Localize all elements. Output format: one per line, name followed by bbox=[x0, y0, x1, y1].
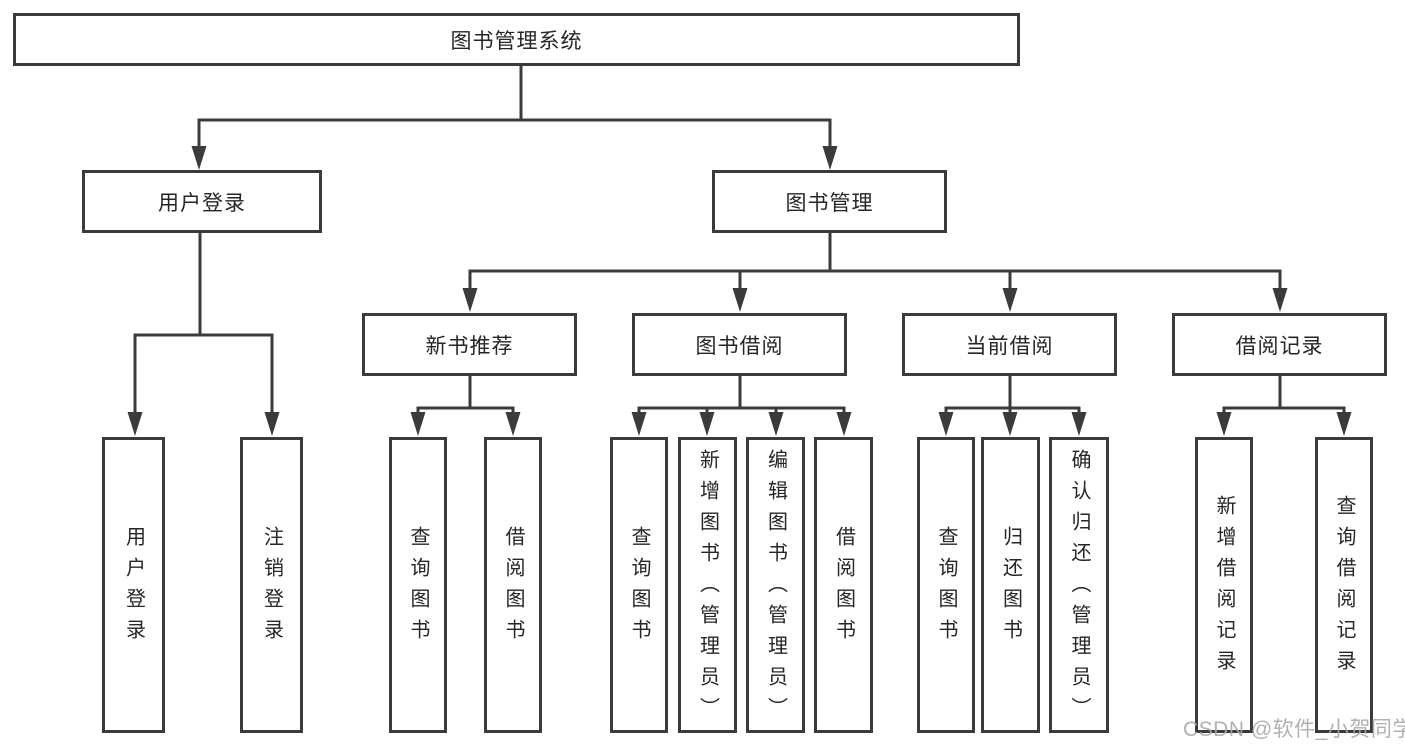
connector-current-borrow-branch bbox=[938, 374, 1087, 436]
connector-book-borrow-branch bbox=[631, 374, 852, 436]
node-borrow-books: 借阅图书 bbox=[814, 437, 873, 733]
connector-user-login-branch bbox=[127, 231, 280, 436]
node-add-borrow-record: 新增借阅记录 bbox=[1195, 437, 1253, 733]
node-return-books: 归还图书 bbox=[981, 437, 1040, 733]
node-add-books-admin: 新增图书（管理员） bbox=[678, 437, 737, 733]
node-user-login: 用户登录 bbox=[82, 170, 322, 233]
node-query-books-borrow: 查询图书 bbox=[610, 437, 668, 733]
node-query-borrow-record: 查询借阅记录 bbox=[1315, 437, 1373, 733]
connector-book-management-branch bbox=[462, 231, 1288, 312]
node-borrow-records: 借阅记录 bbox=[1172, 313, 1387, 376]
node-query-books-current: 查询图书 bbox=[917, 437, 975, 733]
node-borrow-books-recommend: 借阅图书 bbox=[484, 437, 542, 733]
node-edit-books-admin: 编辑图书（管理员） bbox=[746, 437, 805, 733]
node-user-login-action: 用户登录 bbox=[102, 437, 165, 733]
node-book-management: 图书管理 bbox=[712, 170, 947, 233]
node-query-books-recommend: 查询图书 bbox=[389, 437, 447, 733]
node-book-borrow: 图书借阅 bbox=[632, 313, 847, 376]
node-current-borrow: 当前借阅 bbox=[902, 313, 1117, 376]
connector-new-book-recommend-branch bbox=[410, 374, 521, 436]
node-confirm-return-admin: 确认归还（管理员） bbox=[1049, 437, 1109, 733]
node-logout: 注销登录 bbox=[240, 437, 303, 733]
connector-borrow-records-branch bbox=[1216, 374, 1352, 436]
node-library-management-system: 图书管理系统 bbox=[13, 13, 1020, 66]
node-new-book-recommend: 新书推荐 bbox=[362, 313, 577, 376]
connector-root-to-level2 bbox=[191, 64, 838, 170]
csdn-watermark: CSDN @软件_小贺同学 bbox=[1183, 718, 1405, 741]
